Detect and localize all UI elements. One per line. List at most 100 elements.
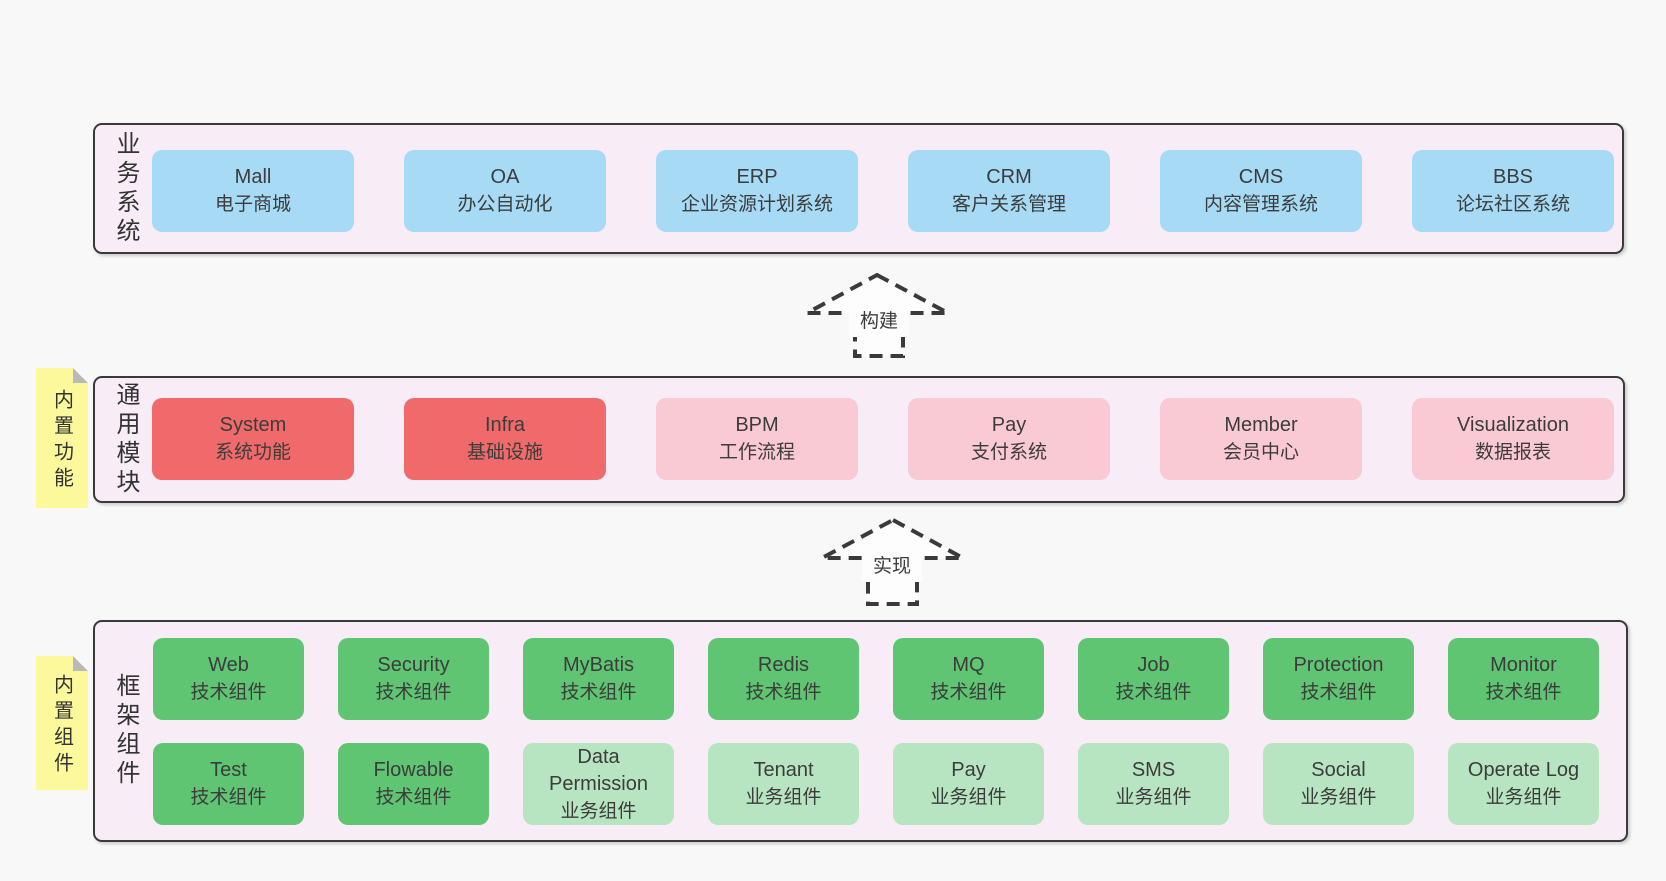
box-redis-name: Redis — [757, 654, 810, 676]
box-erp-desc: 企业资源计划系统 — [680, 194, 833, 215]
box-test-desc: 技术组件 — [190, 787, 267, 808]
sticky-tab-builtin-features: 内置功能 — [36, 368, 88, 508]
box-visualization-name: Visualization — [1457, 414, 1569, 436]
framework-row-2: Test 技术组件 Flowable 技术组件 Data Permission … — [153, 743, 1599, 825]
box-monitor-name: Monitor — [1490, 654, 1557, 676]
box-member-desc: 会员中心 — [1222, 442, 1299, 463]
box-bpm: BPM 工作流程 — [656, 398, 858, 480]
sticky-tab-builtin-components: 内置组件 — [36, 656, 88, 790]
box-mybatis-name: MyBatis — [562, 654, 635, 676]
box-oa-desc: 办公自动化 — [457, 194, 553, 215]
box-crm-desc: 客户关系管理 — [951, 194, 1066, 215]
box-protection-desc: 技术组件 — [1300, 682, 1377, 703]
box-visualization-desc: 数据报表 — [1474, 442, 1551, 463]
box-data-permission-name: Data Permission — [549, 745, 648, 795]
box-sms-desc: 业务组件 — [1115, 787, 1192, 808]
box-bpm-desc: 工作流程 — [718, 442, 795, 463]
framework-components-label: 框架组件 — [112, 673, 139, 789]
box-member-name: Member — [1224, 414, 1298, 436]
common-modules-row: System 系统功能 Infra 基础设施 BPM 工作流程 Pay 支付系统… — [152, 398, 1614, 480]
section-framework-components: 框架组件 Web 技术组件 Security 技术组件 MyBatis 技术组件… — [93, 620, 1628, 842]
box-cms-desc: 内容管理系统 — [1203, 194, 1318, 215]
box-pay-module: Pay 支付系统 — [908, 398, 1110, 480]
box-operate-log-desc: 业务组件 — [1485, 787, 1562, 808]
box-infra: Infra 基础设施 — [404, 398, 606, 480]
folded-corner-icon — [73, 656, 88, 671]
box-mq-name: MQ — [952, 654, 985, 676]
box-bbs-name: BBS — [1492, 166, 1534, 188]
box-pay-component: Pay 业务组件 — [893, 743, 1044, 825]
box-flowable: Flowable 技术组件 — [338, 743, 489, 825]
section-common-modules: 通用模块 System 系统功能 Infra 基础设施 BPM 工作流程 Pay… — [93, 376, 1625, 503]
box-social-name: Social — [1311, 759, 1366, 781]
box-security-desc: 技术组件 — [375, 682, 452, 703]
box-mall-desc: 电子商城 — [214, 194, 291, 215]
box-erp-name: ERP — [736, 166, 778, 188]
box-protection: Protection 技术组件 — [1263, 638, 1414, 720]
box-erp: ERP 企业资源计划系统 — [656, 150, 858, 232]
box-mq-desc: 技术组件 — [930, 682, 1007, 703]
box-oa-name: OA — [490, 166, 520, 188]
box-system-desc: 系统功能 — [214, 442, 291, 463]
box-operate-log-name: Operate Log — [1467, 759, 1580, 781]
framework-components-grid: Web 技术组件 Security 技术组件 MyBatis 技术组件 Redi… — [153, 638, 1599, 825]
box-pay-component-name: Pay — [951, 759, 986, 781]
box-mybatis-desc: 技术组件 — [560, 682, 637, 703]
box-bbs: BBS 论坛社区系统 — [1412, 150, 1614, 232]
box-flowable-desc: 技术组件 — [375, 787, 452, 808]
box-mall-name: Mall — [234, 166, 272, 188]
box-monitor-desc: 技术组件 — [1485, 682, 1562, 703]
box-social: Social 业务组件 — [1263, 743, 1414, 825]
box-data-permission: Data Permission 业务组件 — [523, 743, 674, 825]
box-bpm-name: BPM — [735, 414, 779, 436]
common-modules-label: 通用模块 — [112, 381, 139, 498]
box-oa: OA 办公自动化 — [404, 150, 606, 232]
business-systems-label: 业务系统 — [112, 130, 139, 247]
box-protection-name: Protection — [1293, 654, 1384, 676]
box-test: Test 技术组件 — [153, 743, 304, 825]
box-tenant: Tenant 业务组件 — [708, 743, 859, 825]
box-security-name: Security — [377, 654, 450, 676]
box-system: System 系统功能 — [152, 398, 354, 480]
box-cms: CMS 内容管理系统 — [1160, 150, 1362, 232]
box-system-name: System — [219, 414, 287, 436]
box-test-name: Test — [210, 759, 247, 781]
box-sms: SMS 业务组件 — [1078, 743, 1229, 825]
framework-row-1: Web 技术组件 Security 技术组件 MyBatis 技术组件 Redi… — [153, 638, 1599, 720]
folded-corner-icon — [73, 368, 88, 383]
box-security: Security 技术组件 — [338, 638, 489, 720]
sticky-tab-builtin-components-label: 内置组件 — [50, 674, 73, 778]
box-web-desc: 技术组件 — [190, 682, 267, 703]
box-data-permission-desc: 业务组件 — [560, 800, 637, 822]
box-job-desc: 技术组件 — [1115, 682, 1192, 703]
box-visualization: Visualization 数据报表 — [1412, 398, 1614, 480]
box-mq: MQ 技术组件 — [893, 638, 1044, 720]
box-cms-name: CMS — [1238, 166, 1284, 188]
business-systems-row: Mall 电子商城 OA 办公自动化 ERP 企业资源计划系统 CRM 客户关系… — [152, 150, 1614, 232]
build-arrow-label: 构建 — [849, 307, 909, 337]
box-redis-desc: 技术组件 — [745, 682, 822, 703]
box-job-name: Job — [1137, 654, 1170, 676]
box-sms-name: SMS — [1131, 759, 1176, 781]
implement-arrow-label: 实现 — [862, 552, 922, 582]
box-pay-component-desc: 业务组件 — [930, 787, 1007, 808]
box-bbs-desc: 论坛社区系统 — [1455, 194, 1570, 215]
section-business-systems: 业务系统 Mall 电子商城 OA 办公自动化 ERP 企业资源计划系统 CRM… — [93, 123, 1624, 254]
box-operate-log: Operate Log 业务组件 — [1448, 743, 1599, 825]
box-mybatis: MyBatis 技术组件 — [523, 638, 674, 720]
box-tenant-name: Tenant — [753, 759, 814, 781]
box-pay-module-desc: 支付系统 — [970, 442, 1047, 463]
box-job: Job 技术组件 — [1078, 638, 1229, 720]
box-pay-module-name: Pay — [991, 414, 1027, 436]
box-infra-name: Infra — [484, 414, 526, 436]
box-mall: Mall 电子商城 — [152, 150, 354, 232]
box-infra-desc: 基础设施 — [466, 442, 543, 463]
box-redis: Redis 技术组件 — [708, 638, 859, 720]
box-crm-name: CRM — [986, 166, 1032, 188]
box-web-name: Web — [208, 654, 249, 676]
box-flowable-name: Flowable — [373, 759, 454, 781]
box-tenant-desc: 业务组件 — [745, 787, 822, 808]
box-social-desc: 业务组件 — [1300, 787, 1377, 808]
box-monitor: Monitor 技术组件 — [1448, 638, 1599, 720]
